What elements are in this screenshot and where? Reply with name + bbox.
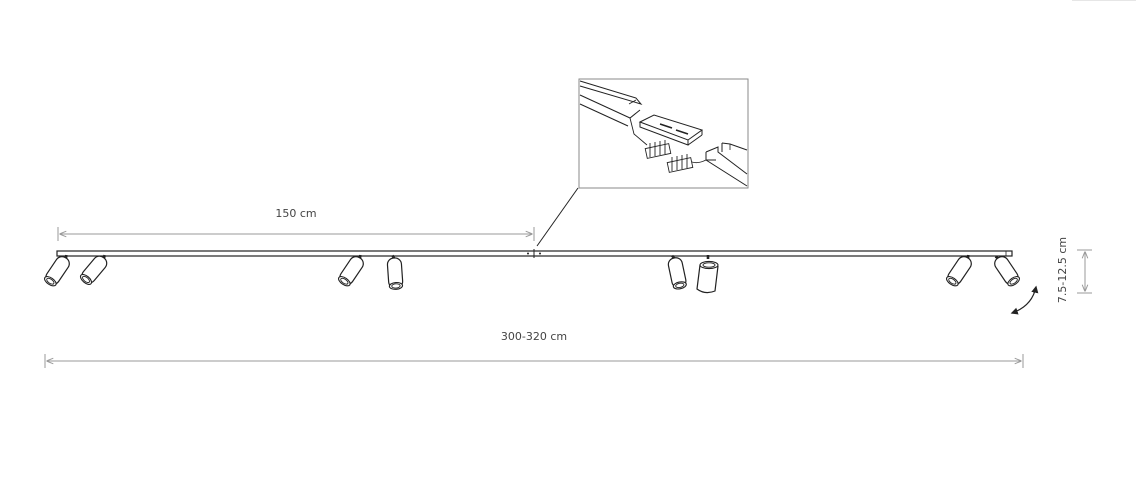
- height-dimension: 7.5-12.5 cm: [1056, 237, 1092, 303]
- spotlight: [373, 251, 417, 296]
- spotlight: [655, 250, 700, 296]
- track-rail: [56, 249, 1013, 258]
- half-length-dimension: 150 cm: [57, 207, 535, 241]
- detail-leader-line: [536, 187, 579, 247]
- total-length-label: 300-320 cm: [501, 330, 567, 343]
- connector-detail-inset: [578, 78, 749, 189]
- spotlight: [984, 250, 1029, 292]
- rotate-arrow-icon: [1010, 285, 1039, 315]
- height-range-label: 7.5-12.5 cm: [1056, 237, 1069, 303]
- spotlight: [943, 251, 976, 291]
- spotlight: [41, 251, 74, 291]
- top-right-divider: [1072, 0, 1136, 1]
- spotlight: [696, 255, 719, 294]
- spotlight: [335, 251, 368, 291]
- half-length-label: 150 cm: [275, 207, 316, 220]
- spotlights: [41, 249, 1029, 296]
- total-length-dimension: 300-320 cm: [44, 330, 1024, 368]
